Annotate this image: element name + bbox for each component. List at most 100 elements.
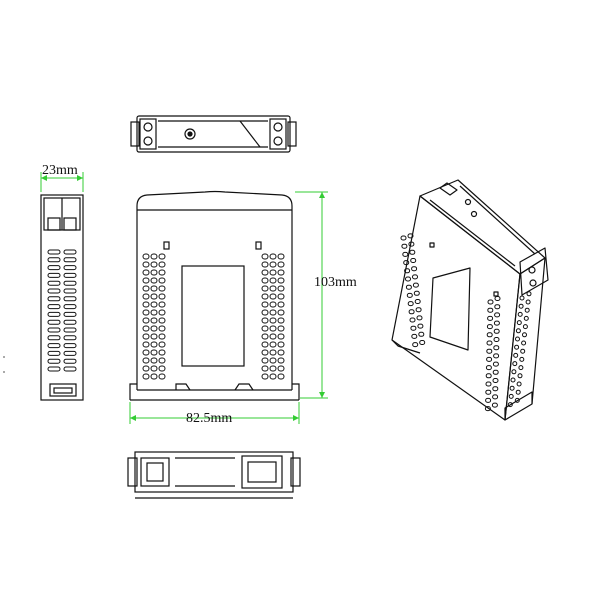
height-dimension-label: 103mm	[314, 275, 357, 290]
vent-slot	[47, 257, 61, 263]
vent-hole	[261, 309, 269, 316]
vent-hole	[277, 333, 285, 340]
vent-hole	[142, 269, 150, 276]
vent-hole	[412, 274, 418, 280]
side-view	[40, 194, 84, 401]
vent-hole	[158, 309, 166, 316]
vent-hole	[492, 386, 499, 392]
vent-hole	[261, 333, 269, 340]
vent-hole	[516, 320, 522, 326]
vent-hole	[158, 253, 166, 260]
vent-hole	[150, 253, 158, 260]
vent-hole	[158, 349, 166, 356]
vent-slot	[47, 366, 61, 372]
bottom-view	[127, 451, 301, 499]
vent-hole	[487, 307, 494, 313]
vent-hole	[515, 389, 521, 395]
vent-hole	[269, 349, 277, 356]
vent-slot	[47, 358, 61, 364]
vent-hole	[492, 369, 499, 375]
vent-hole	[486, 348, 493, 354]
vent-hole	[261, 269, 269, 276]
vent-slot	[47, 327, 61, 333]
vent-hole	[515, 328, 521, 334]
vent-hole	[277, 277, 285, 284]
vent-slot	[63, 288, 77, 294]
vent-slot	[47, 288, 61, 294]
vent-hole	[150, 269, 158, 276]
vent-hole	[485, 397, 492, 403]
vent-hole	[486, 324, 493, 330]
vent-hole	[277, 357, 285, 364]
vent-slot	[63, 358, 77, 364]
vent-hole	[408, 241, 415, 247]
vent-hole	[269, 301, 277, 308]
vent-hole	[512, 361, 518, 367]
vent-hole	[150, 293, 158, 300]
vent-hole	[411, 266, 418, 272]
vent-hole	[484, 406, 491, 412]
vent-hole	[413, 290, 420, 296]
vent-slot	[63, 304, 77, 310]
vent-hole	[150, 261, 158, 268]
vent-hole	[158, 301, 166, 308]
vent-hole	[261, 325, 269, 332]
vent-hole	[150, 317, 158, 324]
vent-hole	[516, 381, 522, 387]
vent-hole	[277, 349, 285, 356]
vent-hole	[485, 365, 492, 371]
vent-hole	[158, 333, 166, 340]
vent-hole	[403, 260, 410, 266]
vent-hole	[277, 285, 285, 292]
vent-hole	[491, 402, 498, 408]
vent-hole	[414, 299, 421, 304]
vent-hole	[158, 269, 166, 276]
vent-hole	[261, 253, 269, 260]
vent-hole	[509, 385, 515, 391]
vent-hole	[142, 277, 150, 284]
vent-slot	[47, 304, 61, 310]
front-view	[129, 190, 300, 401]
vent-hole	[486, 340, 493, 346]
vent-hole	[269, 309, 277, 316]
vent-hole	[277, 301, 285, 308]
vent-hole	[513, 352, 519, 358]
vent-hole	[494, 304, 501, 310]
vent-hole	[494, 312, 501, 318]
vent-hole	[519, 356, 525, 362]
vent-hole	[507, 402, 513, 408]
vent-hole	[158, 277, 166, 284]
vent-hole	[401, 243, 408, 249]
vent-hole	[261, 349, 269, 356]
vent-slot	[47, 311, 61, 317]
vent-hole	[158, 317, 166, 324]
vent-hole	[269, 293, 277, 300]
vent-hole	[142, 285, 150, 292]
vent-hole	[525, 299, 531, 305]
vent-hole	[492, 361, 499, 367]
vent-hole	[269, 365, 277, 372]
vent-hole	[493, 353, 500, 359]
isometric-vent-holes	[400, 233, 532, 412]
vent-hole	[269, 317, 277, 324]
vent-hole	[158, 373, 166, 380]
vent-hole	[269, 253, 277, 260]
vent-hole	[400, 235, 407, 241]
vent-slot	[63, 272, 77, 278]
vent-hole	[419, 340, 426, 345]
vent-hole	[269, 357, 277, 364]
vent-hole	[277, 253, 285, 260]
vent-hole	[277, 341, 285, 348]
vent-hole	[142, 261, 150, 268]
edge-marks	[3, 356, 5, 373]
vent-hole	[485, 373, 492, 379]
vent-slot	[63, 311, 77, 317]
vent-hole	[493, 328, 500, 334]
vent-hole	[142, 365, 150, 372]
vent-hole	[142, 349, 150, 356]
vent-slot	[63, 327, 77, 333]
vent-slot	[63, 265, 77, 271]
vent-hole	[511, 369, 517, 375]
vent-hole	[142, 373, 150, 380]
vent-hole	[518, 303, 524, 309]
